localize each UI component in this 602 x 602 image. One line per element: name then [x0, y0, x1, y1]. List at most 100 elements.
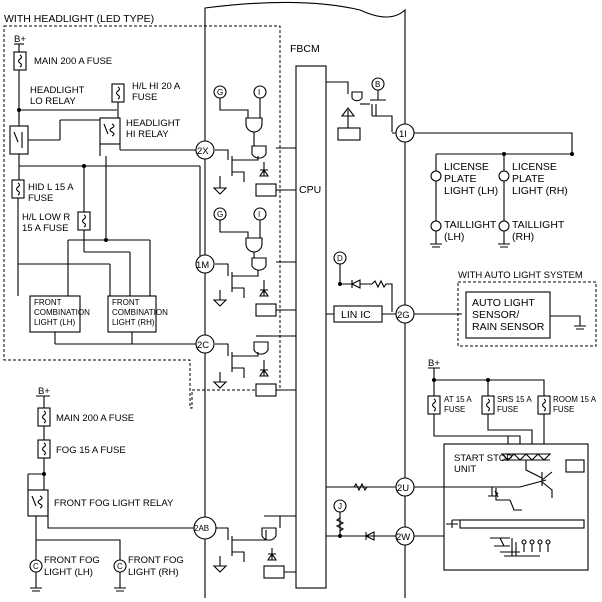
terminal-1m: [195, 254, 215, 274]
ssu-bus: [459, 519, 585, 529]
license-lh-label-3: LIGHT (LH): [444, 185, 498, 197]
auto-light-label-3: RAIN SENSOR: [472, 321, 545, 333]
terminal-2g-label: 2G: [397, 310, 410, 321]
room-fuse-label-2: FUSE: [553, 405, 574, 414]
terminal-2c: [195, 334, 215, 354]
fog-rh-label-2: LIGHT (RH): [128, 567, 179, 578]
taillight-rh-label-2: (RH): [512, 231, 534, 243]
auto-light-sensor: [465, 291, 551, 339]
headlight-lo-relay: [9, 125, 29, 155]
fog-rh-label-1: FRONT FOG: [128, 555, 184, 566]
driver-block-4: [263, 565, 285, 579]
taillight-lh-label-2: (LH): [444, 231, 464, 243]
license-lh-label-2: PLATE: [444, 173, 476, 185]
ssu-indicator: [565, 459, 585, 473]
svg-text:G: G: [217, 210, 223, 219]
terminal-2x-label: 2X: [197, 146, 209, 157]
bplus-1: B+: [14, 34, 26, 45]
fog-lh-label-2: LIGHT (LH): [44, 567, 93, 578]
fcl-lh-label-1: FRONT: [34, 298, 62, 307]
at-fuse: [427, 395, 441, 415]
fcl-rh-label-1: FRONT: [112, 298, 140, 307]
ssu-label-2: UNIT: [454, 464, 476, 475]
fog-relay-label: FRONT FOG LIGHT RELAY: [54, 498, 174, 509]
svg-text:G: G: [217, 88, 223, 97]
fcl-rh-label-2: COMBINATION: [112, 308, 168, 317]
connector-e-2: [498, 170, 510, 182]
fcl-lh-label-2: COMBINATION: [34, 308, 90, 317]
cpu-label: CPU: [299, 184, 321, 196]
auto-light-group-label: WITH AUTO LIGHT SYSTEM: [458, 270, 583, 281]
hid-fuse-label-1: HID L 15 A: [28, 182, 74, 193]
room-fuse: [537, 395, 551, 415]
fbcm-housing: [204, 1, 406, 598]
room-fuse-label-1: ROOM 15 A: [553, 395, 597, 404]
driver-block-3: [255, 383, 277, 397]
headlight-group-label: WITH HEADLIGHT (LED TYPE): [4, 13, 154, 25]
driver-block-1: [255, 183, 277, 197]
connector-e-3: [430, 220, 442, 232]
main-fuse-2-label: MAIN 200 A FUSE: [56, 413, 134, 424]
fog-fuse: [37, 439, 51, 459]
svg-text:B: B: [375, 80, 380, 89]
connector-e-1: [430, 170, 442, 182]
relay-block-b: [337, 127, 361, 141]
svg-text:D: D: [337, 254, 343, 263]
license-rh-label-1: LICENSE: [512, 161, 557, 173]
terminal-2x: [195, 140, 215, 160]
license-lh-label-1: LICENSE: [444, 161, 489, 173]
auto-light-label-1: AUTO LIGHT: [472, 297, 535, 309]
svg-text:I: I: [258, 88, 260, 97]
lin-ic-label: LIN IC: [341, 309, 371, 321]
hl-hi-fuse-label-2: FUSE: [132, 92, 157, 103]
terminal-2c-label: 2C: [197, 340, 209, 351]
driver-block-2: [255, 303, 277, 317]
fog-fuse-label: FOG 15 A FUSE: [56, 445, 126, 456]
fbcm-label: FBCM: [290, 43, 320, 55]
terminal-2w-label: 2W: [396, 532, 410, 543]
front-combination-light-lh: [29, 295, 81, 333]
terminal-2u-label: 2U: [397, 483, 409, 494]
lo-relay-label-1: HEADLIGHT: [30, 85, 85, 96]
taillight-lh-label-1: TAILLIGHT: [444, 219, 497, 231]
hid-fuse-label-2: FUSE: [28, 193, 53, 204]
srs-fuse: [481, 395, 495, 415]
hl-hi-fuse: [111, 83, 125, 103]
license-rh-label-3: LIGHT (RH): [512, 185, 568, 197]
hi-relay-label-2: HI RELAY: [126, 129, 169, 140]
fcl-rh-label-3: LIGHT (RH): [112, 318, 155, 327]
svg-text:C: C: [117, 562, 123, 571]
fog-lh-label-1: FRONT FOG: [44, 555, 100, 566]
terminal-1i-label: 1I: [399, 129, 407, 140]
taillight-rh-label-1: TAILLIGHT: [512, 219, 565, 231]
svg-text:C: C: [33, 562, 39, 571]
connector-e-4: [498, 220, 510, 232]
fcl-lh-label-3: LIGHT (LH): [34, 318, 76, 327]
auto-light-group-border: [457, 281, 597, 347]
srs-fuse-label-2: FUSE: [497, 405, 518, 414]
main-fuse-1: [13, 51, 27, 71]
terminal-1m-label: 1M: [196, 260, 209, 271]
hid-l-fuse: [11, 179, 25, 199]
svg-text:J: J: [338, 502, 342, 511]
auto-light-label-2: SENSOR/: [472, 309, 519, 321]
at-fuse-label-2: FUSE: [444, 405, 465, 414]
main-fuse-2: [37, 407, 51, 427]
hl-hi-fuse-label-1: H/L HI 20 A: [132, 81, 181, 92]
cpu-block: [295, 65, 327, 589]
svg-text:I: I: [258, 210, 260, 219]
hi-relay-label-1: HEADLIGHT: [126, 118, 181, 129]
low-r-fuse-label-1: H/L LOW R: [22, 212, 70, 223]
low-r-fuse-label-2: 15 A FUSE: [22, 223, 68, 234]
srs-fuse-label-1: SRS 15 A: [497, 395, 532, 404]
lo-relay-label-2: LO RELAY: [30, 96, 76, 107]
ssu-label-1: START STOP: [454, 453, 512, 464]
headlight-group-border: [3, 25, 281, 409]
bplus-2: B+: [38, 386, 50, 397]
bplus-3: B+: [428, 358, 440, 369]
at-fuse-label-1: AT 15 A: [444, 395, 472, 404]
license-rh-label-2: PLATE: [512, 173, 544, 185]
hl-low-r-fuse: [77, 211, 91, 231]
main-fuse-1-label: MAIN 200 A FUSE: [34, 56, 112, 67]
